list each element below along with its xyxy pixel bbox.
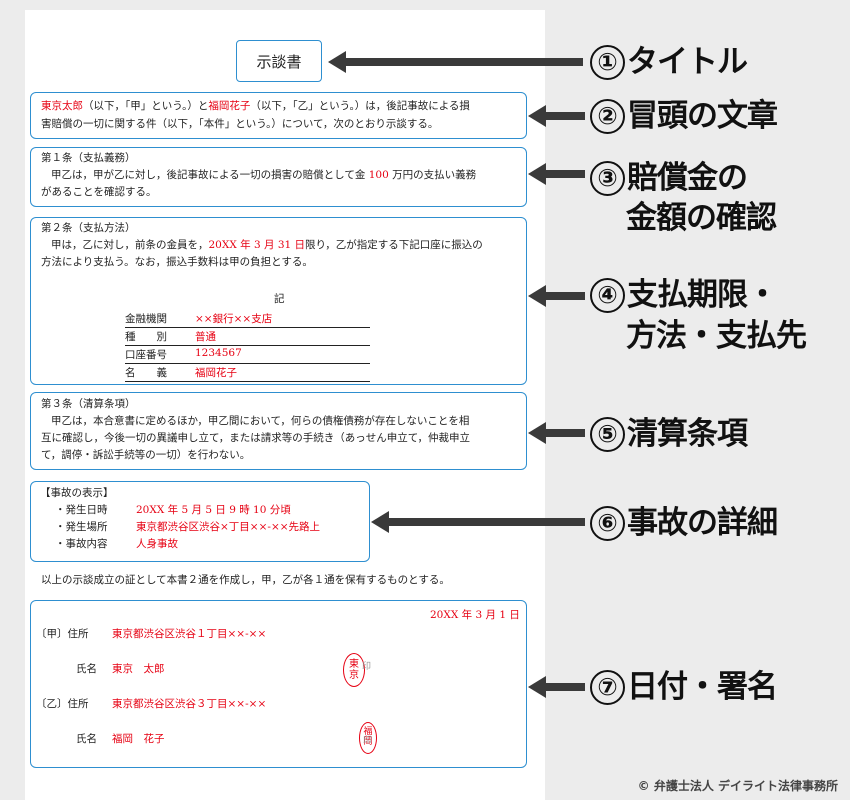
arrow-icon <box>528 285 585 307</box>
party-a-signature-name: 東京 太郎 <box>112 663 165 675</box>
arrow-icon <box>528 422 585 444</box>
number-badge: ① <box>590 45 625 80</box>
article-3-heading: 第３条（清算条項） <box>41 398 136 410</box>
bank-key: 金融機関 <box>125 313 167 325</box>
number-badge: ③ <box>590 161 625 196</box>
accident-heading: 【事故の表示】 <box>40 487 114 499</box>
article-2-box <box>30 217 527 385</box>
accident-type: 人身事故 <box>136 538 178 550</box>
accident-key: ・発生日時 <box>55 504 108 516</box>
accident-box <box>30 481 370 562</box>
bank-key: 口座番号 <box>125 349 167 361</box>
signature-box <box>30 600 527 768</box>
article-1-box <box>30 147 527 207</box>
accident-key: ・事故内容 <box>55 538 108 550</box>
accident-location: 東京都渋谷区渋谷×丁目××-××先路上 <box>136 521 321 533</box>
title-box: 示談書 <box>236 40 322 82</box>
article-1-text: 甲乙は，甲が乙に対し，後記事故による一切の損害の賠償として金 <box>51 169 369 181</box>
bank-key: 種 別 <box>125 331 167 343</box>
party-a-address-label: 〔甲〕住所 <box>36 628 89 640</box>
label-text: 事故の詳細 <box>627 505 778 541</box>
article-3-line-3: て，調停・訴訟手続等の一切）を行わない。 <box>41 449 251 461</box>
article-2-line-2: 方法により支払う。なお，振込手数料は甲の負担とする。 <box>41 256 313 268</box>
label-text: 支払期限・ <box>627 277 778 313</box>
arrow-icon <box>528 163 585 185</box>
article-2-text: 限り，乙が指定する下記口座に振込の <box>305 239 483 251</box>
intro-box <box>30 92 527 139</box>
party-a-name: 東京太郎 <box>41 100 83 112</box>
compensation-amount: 100 <box>368 169 389 181</box>
label-text: 日付・署名 <box>627 669 778 705</box>
bank-row: 名 義 福岡花子 <box>125 364 370 382</box>
arrow-icon <box>528 105 585 127</box>
party-a-seal: 東 京 <box>343 653 365 687</box>
number-badge: ⑦ <box>590 670 625 705</box>
article-2-text: 甲は，乙に対し，前条の金員を， <box>51 239 209 251</box>
copyright: © 弁護士法人 デイライト法律事務所 <box>637 779 838 793</box>
intro-line-1: 東京太郎（以下，「甲」という。）と福岡花子（以下，「乙」という。）は，後記事故に… <box>41 98 470 114</box>
article-2-heading: 第２条（支払方法） <box>41 222 136 234</box>
party-b-name-label: 氏名 <box>76 733 97 745</box>
number-badge: ⑥ <box>590 506 625 541</box>
bank-value: 普通 <box>195 331 216 343</box>
bank-account-table: 金融機関 ××銀行××支店 種 別 普通 口座番号 1234567 名 義 福岡花子 <box>125 310 370 382</box>
document-page <box>25 10 545 800</box>
label-text: 清算条項 <box>627 416 748 452</box>
label-text: タイトル <box>627 44 748 80</box>
closing-sentence: 以上の示談成立の証として本書２通を作成し，甲，乙が各１通を保有するものとする。 <box>41 574 450 586</box>
article-2-line-1: 甲は，乙に対し，前条の金員を，20XX 年 3 月 31 日限り，乙が指定する下… <box>51 237 483 253</box>
document-title: 示談書 <box>256 53 302 71</box>
arrow-icon <box>328 51 583 73</box>
intro-text: （以下，「乙」という。）は，後記事故による損 <box>250 100 470 112</box>
bank-value: 1234567 <box>195 347 242 359</box>
accident-key: ・発生場所 <box>55 521 108 533</box>
number-badge: ④ <box>590 278 625 313</box>
article-1-line-1: 甲乙は，甲が乙に対し，後記事故による一切の損害の賠償として金 100 万円の支払… <box>51 167 476 183</box>
party-b-signature-name: 福岡 花子 <box>112 733 165 745</box>
arrow-icon <box>371 511 585 533</box>
label-amount-line-2: 金額の確認 <box>626 200 777 236</box>
intro-line-2: 害賠償の一切に関する件（以下，「本件」という。）について，次のとおり示談する。 <box>41 118 439 130</box>
article-1-line-2: があることを確認する。 <box>41 186 157 198</box>
intro-text: （以下，「甲」という。）と <box>83 100 209 112</box>
ki-heading: 記 <box>274 293 285 305</box>
bank-row: 金融機関 ××銀行××支店 <box>125 310 370 328</box>
bank-value: 福岡花子 <box>195 367 237 379</box>
party-b-address-label: 〔乙〕住所 <box>36 698 89 710</box>
article-3-line-1: 甲乙は，本合意書に定めるほか，甲乙間において，何らの債権債務が存在しないことを相 <box>51 415 470 427</box>
party-a-seal-mark: 印 <box>362 662 372 672</box>
bank-key: 名 義 <box>125 367 167 379</box>
bank-value: ××銀行××支店 <box>195 313 273 325</box>
article-1-heading: 第１条（支払義務） <box>41 152 136 164</box>
bank-row: 口座番号 1234567 <box>125 346 370 364</box>
label-text: 冒頭の文章 <box>627 98 778 134</box>
label-payment-line-2: 方法・支払先 <box>626 318 807 354</box>
article-3-box <box>30 392 527 470</box>
article-1-text: 万円の支払い義務 <box>388 169 477 181</box>
party-b-name: 福岡花子 <box>208 100 251 112</box>
signature-date: 20XX 年 3 月 1 日 <box>430 609 520 621</box>
label-text: 賠償金の <box>627 160 748 196</box>
number-badge: ② <box>590 99 625 134</box>
accident-datetime: 20XX 年 5 月 5 日 9 時 10 分頃 <box>136 504 291 516</box>
article-3-line-2: 互に確認し，今後一切の異議申し立て，または請求等の手続き（あっせん申立て，仲裁申… <box>41 432 471 444</box>
number-badge: ⑤ <box>590 417 625 452</box>
party-b-seal: 福 岡 <box>359 722 377 754</box>
payment-deadline: 20XX 年 3 月 31 日 <box>208 239 306 251</box>
arrow-icon <box>528 676 585 698</box>
party-b-seal-mark: 印 <box>363 736 373 746</box>
party-a-name-label: 氏名 <box>76 663 97 675</box>
party-a-address: 東京都渋谷区渋谷１丁目××-×× <box>112 628 267 640</box>
party-b-address: 東京都渋谷区渋谷３丁目××-×× <box>112 698 267 710</box>
bank-row: 種 別 普通 <box>125 328 370 346</box>
